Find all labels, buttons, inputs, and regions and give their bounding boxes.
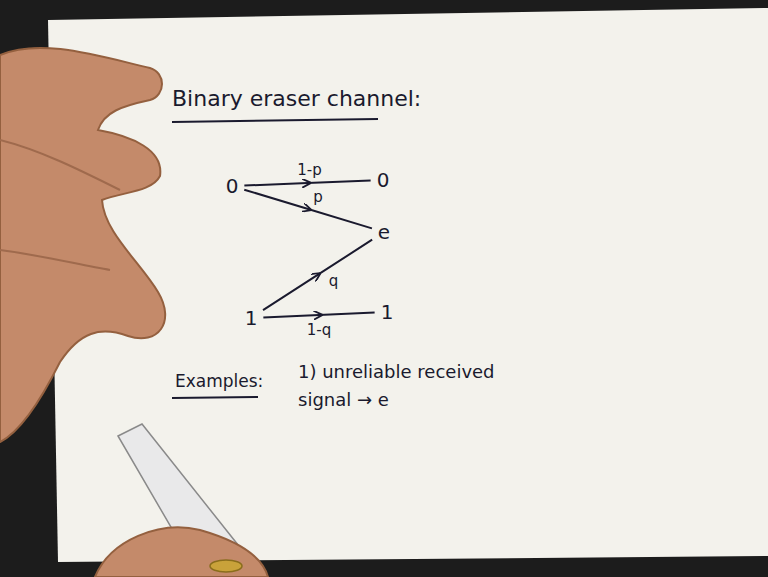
finger-creases — [0, 140, 120, 270]
transition-arrow — [244, 180, 370, 185]
transition-probability: 1-p — [295, 162, 323, 179]
hand-bottom — [95, 527, 268, 577]
hand-left — [0, 48, 165, 442]
transition-probability: p — [311, 189, 325, 206]
channel-symbol: 0 — [222, 173, 243, 199]
symbol-text: 1 — [381, 301, 394, 323]
diagram-title: Binary eraser channel: — [172, 86, 421, 111]
example-note: 1) unreliable received signal → e — [298, 358, 516, 414]
symbol-text: e — [378, 221, 390, 243]
transition-arrow — [244, 190, 372, 229]
channel-symbol: e — [374, 219, 394, 245]
transition-probability: 1-q — [305, 322, 333, 339]
transition-probability: q — [327, 273, 341, 290]
symbol-text: 1 — [245, 307, 258, 329]
examples-underline — [172, 397, 258, 398]
channel-symbol: 1 — [241, 305, 262, 331]
transition-arrow — [263, 313, 374, 318]
channel-symbol: 0 — [373, 167, 394, 193]
title-underline — [172, 119, 378, 122]
symbol-text: 0 — [377, 169, 390, 191]
ring — [210, 560, 242, 572]
symbol-text: 0 — [226, 175, 239, 197]
transition-arrow — [263, 240, 372, 311]
channel-symbol: 1 — [377, 299, 398, 325]
section-heading: Examples: — [175, 368, 263, 394]
